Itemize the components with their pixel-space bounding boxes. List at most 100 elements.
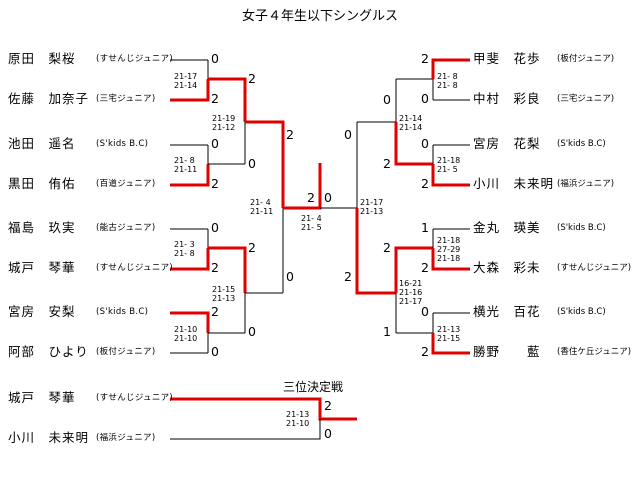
page-title: 女子４年生以下シングルス [241, 9, 398, 24]
right-player-4-team: (福浜ジュニア) [557, 179, 615, 189]
game-scores-left-semi: 21- 4 21-11 [250, 198, 274, 216]
right-semifinal [355, 121, 396, 295]
right-player-5-name: 金丸 瑛美 [473, 220, 541, 235]
score-left-semi-a: 2 [286, 127, 294, 142]
score-right-r1-2a: 0 [421, 136, 429, 151]
game-scores-right-m4: 21-13 21-15 [437, 325, 461, 343]
left-player-8-name: 阿部 ひより [8, 344, 89, 359]
score-right-r1-1a: 2 [421, 51, 429, 66]
score-right-r1-4b: 2 [421, 344, 429, 359]
left-r2-match-2 [208, 246, 247, 334]
score-right-semi-a: 0 [344, 127, 352, 142]
third-player-1-team: (すせんじジュニア) [96, 393, 174, 403]
right-player-2-team: (三宅ジュニア) [557, 94, 615, 104]
left-semifinal [245, 120, 285, 294]
right-player-7-team: (S'kids B.C) [557, 307, 606, 317]
right-r2-match-2 [394, 246, 433, 334]
score-left-r1-3a: 0 [211, 220, 219, 235]
score-left-r1-2b: 2 [211, 176, 219, 191]
game-scores-third: 21-13 21-10 [286, 410, 310, 428]
left-player-5-name: 福島 玖実 [8, 220, 76, 235]
third-place-match [170, 397, 357, 440]
right-r1-match-4 [431, 312, 470, 355]
right-player-3-team: (S'kids B.C) [557, 139, 606, 149]
left-player-4-name: 黒田 侑佑 [8, 176, 76, 191]
left-player-5-team: (能古ジュニア) [96, 223, 156, 233]
game-scores-right-semi: 21-17 21-13 [360, 198, 384, 216]
score-left-r1-2a: 0 [211, 136, 219, 151]
left-player-6-team: (すせんじジュニア) [96, 263, 174, 273]
left-player-1-team: (すせんじジュニア) [96, 54, 174, 64]
game-scores-left-m4: 21-10 21-10 [174, 325, 198, 343]
game-scores-right-m1: 21- 8 21- 8 [437, 72, 458, 90]
score-right-r1-2b: 2 [421, 176, 429, 191]
left-player-3-team: (S'kids B.C) [96, 139, 149, 149]
left-r2-match-1 [208, 77, 247, 165]
right-player-1-team: (板付ジュニア) [557, 54, 615, 64]
right-player-3-name: 宮房 花梨 [473, 136, 541, 151]
right-player-6-name: 大森 彩未 [473, 260, 541, 275]
score-left-r2-1a: 2 [248, 71, 256, 86]
right-player-5-team: (S'kids B.C) [557, 223, 606, 233]
left-r1-match-4 [170, 311, 210, 354]
game-scores-right-m6: 16-21 21-16 21-17 [399, 279, 423, 306]
score-right-r2-2a: 2 [383, 240, 391, 255]
right-r1-match-2 [431, 144, 470, 187]
game-scores-left-m1: 21-17 21-14 [174, 72, 198, 90]
left-player-1-name: 原田 梨桜 [8, 51, 76, 66]
game-scores-right-m2: 21-18 21- 5 [437, 156, 461, 174]
game-scores-left-m5: 21-19 21-12 [212, 114, 236, 132]
game-scores-left-m6: 21-15 21-13 [212, 285, 236, 303]
score-left-r1-4b: 0 [211, 344, 219, 359]
score-final-right: 0 [324, 190, 332, 205]
score-right-semi-b: 2 [344, 269, 352, 284]
right-player-8-name: 勝野 藍 [473, 344, 541, 359]
score-right-r1-1b: 0 [421, 91, 429, 106]
score-right-r1-4a: 0 [421, 304, 429, 319]
left-r1-match-2 [170, 144, 210, 187]
right-r2-match-1 [394, 78, 433, 166]
left-player-7-name: 宮房 安梨 [8, 304, 76, 319]
left-player-4-team: (百道ジュニア) [96, 179, 156, 189]
score-third-b: 0 [324, 426, 332, 441]
game-scores-right-m5: 21-14 21-14 [399, 114, 423, 132]
score-final-left: 2 [307, 190, 315, 205]
third-player-1-name: 城戸 琴華 [8, 390, 76, 405]
score-right-r1-3a: 1 [421, 220, 429, 235]
right-player-4-name: 小川 未来明 [473, 176, 555, 191]
left-player-2-team: (三宅ジュニア) [96, 94, 156, 104]
score-right-r2-2b: 1 [383, 324, 391, 339]
score-left-r2-1b: 0 [248, 156, 256, 171]
left-r1-match-1 [170, 59, 210, 102]
right-player-8-team: (香住ケ丘ジュニア) [557, 347, 632, 357]
right-r1-match-1 [431, 58, 470, 101]
left-player-7-team: (S'kids B.C) [96, 307, 149, 317]
score-right-r2-1b: 2 [383, 156, 391, 171]
game-scores-left-m2: 21- 8 21-11 [174, 156, 198, 174]
left-player-3-name: 池田 遥名 [8, 136, 76, 151]
right-player-7-name: 横光 百花 [473, 304, 541, 319]
game-scores-right-m3: 21-18 27-29 21-18 [437, 236, 461, 263]
score-right-r1-3b: 2 [421, 260, 429, 275]
score-left-r1-3b: 2 [211, 260, 219, 275]
right-player-1-name: 甲斐 花歩 [473, 51, 541, 66]
game-scores-final: 21- 4 21- 5 [301, 214, 322, 232]
third-player-2-name: 小川 未来明 [8, 430, 90, 445]
score-left-r1-1b: 2 [211, 91, 219, 106]
third-place-title: 三位決定戦 [283, 380, 344, 394]
left-player-6-name: 城戸 琴華 [8, 260, 76, 275]
score-left-r1-1a: 0 [211, 51, 219, 66]
score-left-r1-4a: 2 [211, 304, 219, 319]
left-r1-match-3 [170, 228, 210, 271]
score-left-r2-2b: 0 [248, 324, 256, 339]
score-left-r2-2a: 2 [248, 240, 256, 255]
right-player-6-team: (すせんじジュニア) [557, 263, 632, 273]
right-player-2-name: 中村 彩良 [473, 91, 541, 106]
right-r1-match-3 [431, 228, 470, 271]
left-player-8-team: (板付ジュニア) [96, 347, 156, 357]
third-player-2-team: (福浜ジュニア) [96, 433, 156, 443]
score-right-r2-1a: 0 [383, 92, 391, 107]
game-scores-left-m3: 21- 3 21- 8 [174, 240, 195, 258]
score-third-a: 2 [324, 398, 332, 413]
